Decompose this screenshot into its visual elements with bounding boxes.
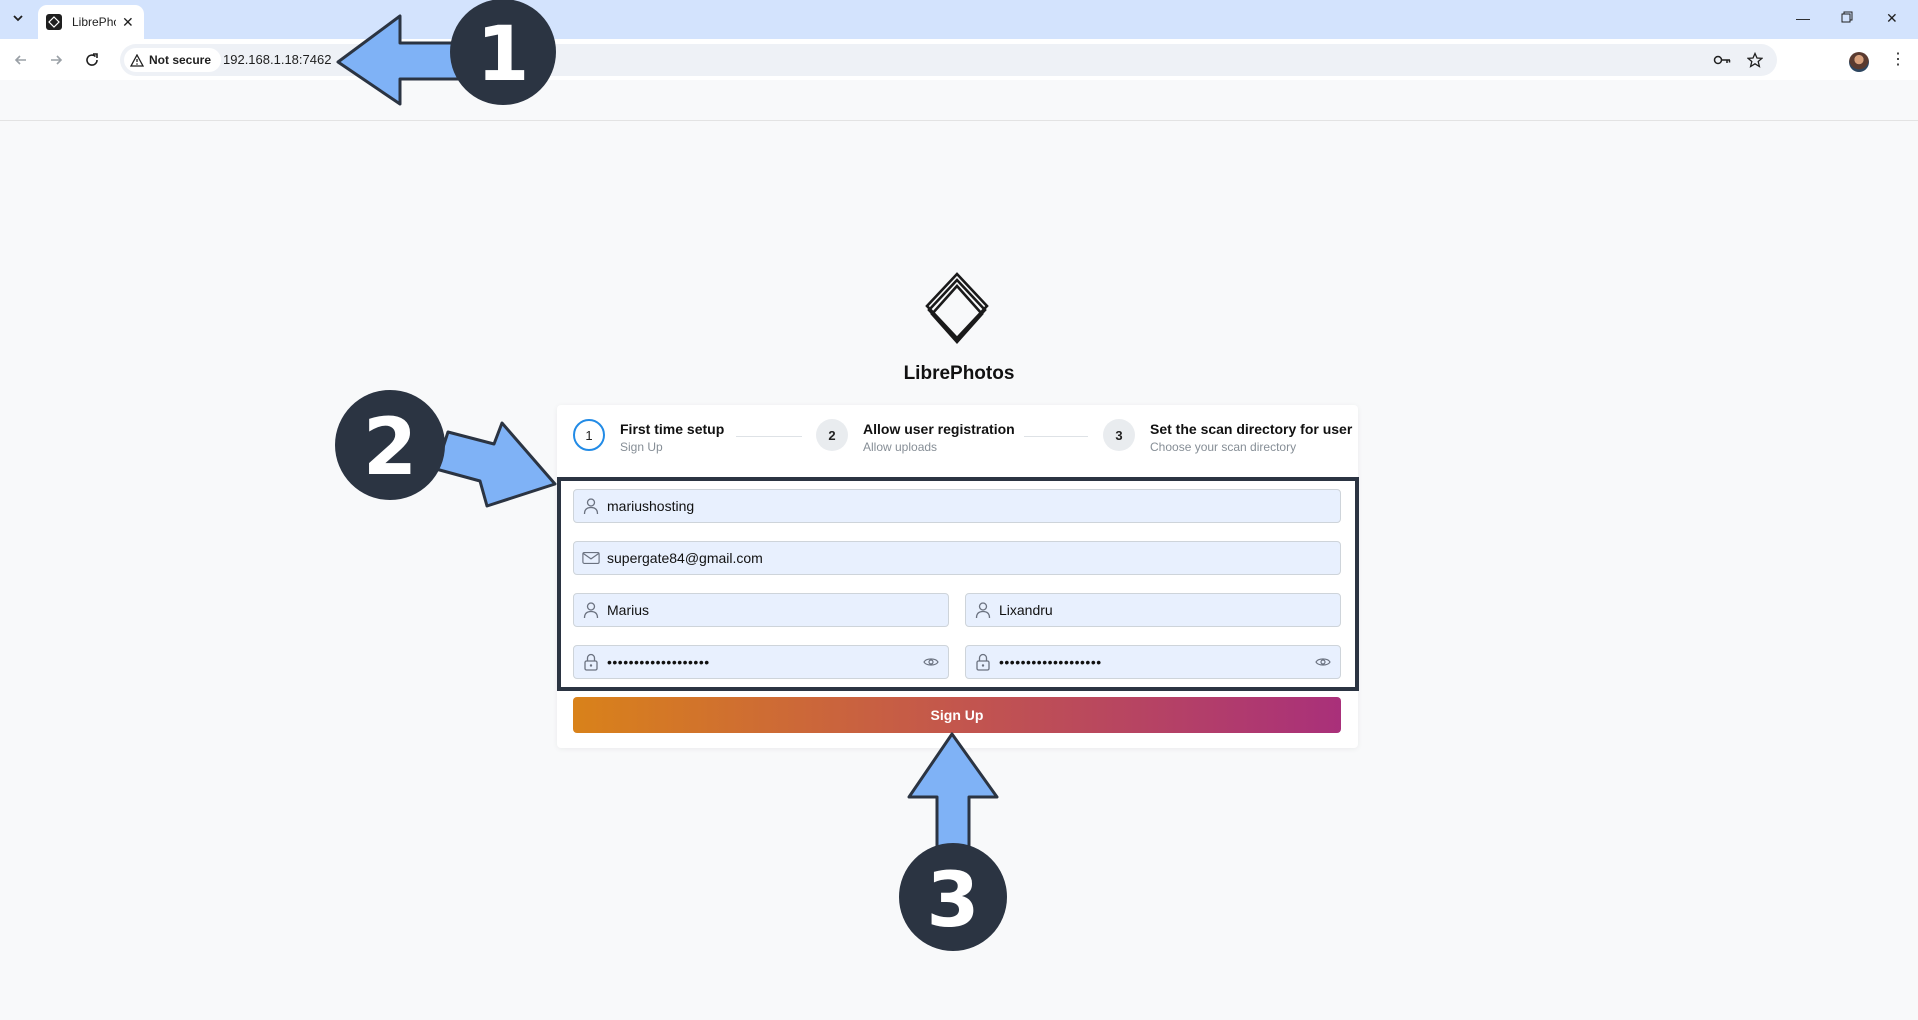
close-icon[interactable]: ✕ xyxy=(122,13,134,30)
app-title: LibrePhotos xyxy=(903,363,1015,384)
restore-icon[interactable] xyxy=(1841,10,1853,26)
librephotos-logo-icon xyxy=(922,270,992,350)
username-input[interactable] xyxy=(607,498,1340,514)
step-2[interactable]: 2 Allow user registration Allow uploads xyxy=(816,419,1015,454)
url-text[interactable]: 192.168.1.18:7462 xyxy=(223,52,332,67)
window-close-icon[interactable]: ✕ xyxy=(1886,10,1898,26)
password-field[interactable]: ••••••••••••••••••• xyxy=(573,645,949,679)
chevron-down-icon xyxy=(12,11,24,29)
last-name-input[interactable] xyxy=(999,602,1340,618)
annotation-badge-2-label: 2 xyxy=(363,403,417,493)
form-highlight-box xyxy=(557,477,1359,691)
step-connector xyxy=(736,436,802,437)
lock-icon xyxy=(582,653,600,671)
step-3-title: Set the scan directory for user xyxy=(1150,421,1353,437)
forward-icon[interactable] xyxy=(45,49,67,71)
step-1-number: 1 xyxy=(573,419,605,451)
step-2-number: 2 xyxy=(816,419,848,451)
tab-strip: LibrePhotos ✕ — ✕ xyxy=(0,0,1918,39)
user-icon xyxy=(582,601,600,619)
username-field[interactable] xyxy=(573,489,1341,523)
password-key-icon[interactable] xyxy=(1713,51,1731,69)
step-2-subtitle: Allow uploads xyxy=(863,440,938,454)
annotation-badge-3-label: 3 xyxy=(927,855,980,944)
sign-up-button[interactable]: Sign Up xyxy=(573,697,1341,733)
security-label: Not secure xyxy=(149,53,212,67)
confirm-password-field[interactable]: ••••••••••••••••••• xyxy=(965,645,1341,679)
annotation-badge-1-label: 1 xyxy=(477,9,530,98)
step-3[interactable]: 3 Set the scan directory for user Choose… xyxy=(1103,419,1352,454)
menu-kebab-icon[interactable]: ⋮ xyxy=(1890,51,1906,68)
step-3-subtitle: Choose your scan directory xyxy=(1150,440,1297,454)
warning-icon xyxy=(130,53,144,67)
browser-tab[interactable]: LibrePhotos ✕ xyxy=(38,5,144,39)
user-icon xyxy=(974,601,992,619)
first-name-field[interactable] xyxy=(573,593,949,627)
back-icon[interactable] xyxy=(10,49,32,71)
step-3-number: 3 xyxy=(1103,419,1135,451)
annotation-badge-2 xyxy=(335,390,445,500)
mail-icon xyxy=(582,549,600,567)
eye-icon[interactable] xyxy=(922,653,940,671)
email-input[interactable] xyxy=(607,550,1340,566)
password-input[interactable]: ••••••••••••••••••• xyxy=(607,654,710,670)
step-1-subtitle: Sign Up xyxy=(620,440,663,454)
annotation-badge-3 xyxy=(899,843,1007,951)
annotation-badge-1 xyxy=(450,0,556,105)
minimize-icon[interactable]: — xyxy=(1796,10,1810,26)
step-2-title: Allow user registration xyxy=(863,421,1015,437)
annotation-arrow-1 xyxy=(336,14,472,106)
toolbar-divider xyxy=(0,120,1918,121)
tab-title: LibrePhotos xyxy=(72,15,116,29)
first-name-input[interactable] xyxy=(607,602,948,618)
profile-avatar[interactable] xyxy=(1849,52,1869,72)
reload-icon[interactable] xyxy=(81,49,103,71)
eye-icon[interactable] xyxy=(1314,653,1332,671)
annotation-arrow-3 xyxy=(907,732,999,850)
step-1[interactable]: 1 First time setup Sign Up xyxy=(573,419,724,454)
app-favicon-icon xyxy=(46,14,62,30)
user-icon xyxy=(582,497,600,515)
annotation-arrow-2 xyxy=(434,421,557,508)
lock-icon xyxy=(974,653,992,671)
email-field[interactable] xyxy=(573,541,1341,575)
step-connector xyxy=(1024,436,1088,437)
confirm-password-input[interactable]: ••••••••••••••••••• xyxy=(999,654,1102,670)
bookmark-star-icon[interactable] xyxy=(1746,51,1764,69)
tab-search-button[interactable] xyxy=(4,8,32,32)
step-1-title: First time setup xyxy=(620,421,725,437)
last-name-field[interactable] xyxy=(965,593,1341,627)
browser-toolbar: Not secure 192.168.1.18:7462 xyxy=(0,39,1918,80)
security-chip[interactable]: Not secure xyxy=(124,48,222,72)
